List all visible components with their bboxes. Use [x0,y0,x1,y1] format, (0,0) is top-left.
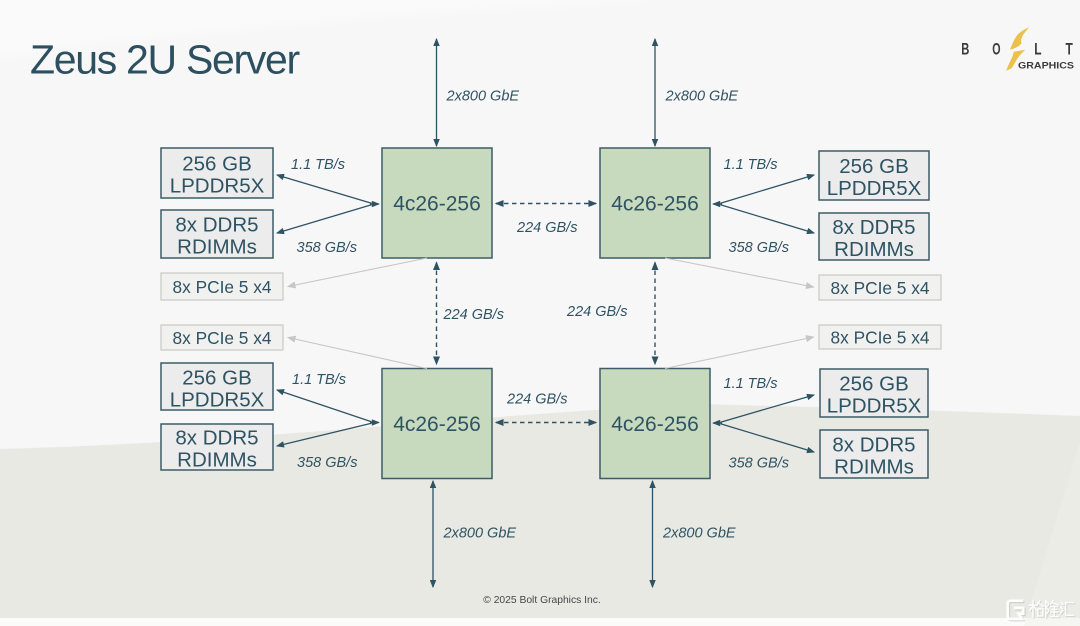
svg-text:358 GB/s: 358 GB/s [297,455,357,471]
svg-text:4c26-256: 4c26-256 [393,413,481,436]
svg-text:224 GB/s: 224 GB/s [516,220,577,236]
svg-text:LPDDR5X: LPDDR5X [827,177,922,200]
svg-text:8x PCIe 5 x4: 8x PCIe 5 x4 [173,277,272,297]
svg-text:RDIMMs: RDIMMs [177,449,257,472]
svg-text:GRAPHICS: GRAPHICS [1018,61,1074,71]
svg-text:LPDDR5X: LPDDR5X [170,175,265,198]
svg-text:2x800 GbE: 2x800 GbE [443,526,517,542]
svg-text:4c26-256: 4c26-256 [611,413,699,436]
svg-text:2x800 GbE: 2x800 GbE [665,89,739,105]
svg-text:4c26-256: 4c26-256 [393,193,481,216]
svg-text:224 GB/s: 224 GB/s [443,307,504,323]
svg-text:8x PCIe 5 x4: 8x PCIe 5 x4 [831,278,930,298]
svg-text:256 GB: 256 GB [839,373,909,396]
svg-text:LPDDR5X: LPDDR5X [827,395,922,418]
svg-text:1.1 TB/s: 1.1 TB/s [724,376,778,392]
svg-text:358 GB/s: 358 GB/s [297,240,357,256]
svg-text:T: T [1066,40,1074,59]
svg-text:1.1 TB/s: 1.1 TB/s [292,372,346,388]
svg-text:Zeus 2U Server: Zeus 2U Server [30,36,300,82]
svg-text:1.1 TB/s: 1.1 TB/s [724,157,778,173]
svg-text:O: O [992,40,1000,59]
svg-text:256 GB: 256 GB [182,367,252,390]
svg-text:L: L [1034,40,1041,59]
svg-text:8x PCIe 5 x4: 8x PCIe 5 x4 [173,328,272,348]
svg-text:RDIMMs: RDIMMs [834,456,914,479]
svg-text:LPDDR5X: LPDDR5X [170,389,265,412]
svg-text:RDIMMs: RDIMMs [177,236,257,259]
svg-text:8x DDR5: 8x DDR5 [832,216,915,239]
svg-text:RDIMMs: RDIMMs [834,238,914,261]
svg-text:8x DDR5: 8x DDR5 [175,214,258,237]
svg-text:256 GB: 256 GB [839,155,909,178]
svg-text:256 GB: 256 GB [182,153,252,176]
svg-text:2x800 GbE: 2x800 GbE [662,526,736,542]
svg-text:4c26-256: 4c26-256 [611,193,699,216]
svg-text:358 GB/s: 358 GB/s [729,456,789,472]
svg-text:358 GB/s: 358 GB/s [729,240,789,256]
svg-text:224 GB/s: 224 GB/s [506,392,567,408]
svg-text:8x PCIe 5 x4: 8x PCIe 5 x4 [831,328,930,348]
svg-text:8x DDR5: 8x DDR5 [832,434,915,457]
svg-text:2x800 GbE: 2x800 GbE [446,89,520,105]
svg-text:8x DDR5: 8x DDR5 [175,427,258,450]
svg-text:1.1 TB/s: 1.1 TB/s [291,157,345,173]
svg-text:© 2025 Bolt Graphics Inc.: © 2025 Bolt Graphics Inc. [483,595,600,606]
svg-text:224 GB/s: 224 GB/s [566,304,627,320]
svg-text:B: B [961,40,969,59]
